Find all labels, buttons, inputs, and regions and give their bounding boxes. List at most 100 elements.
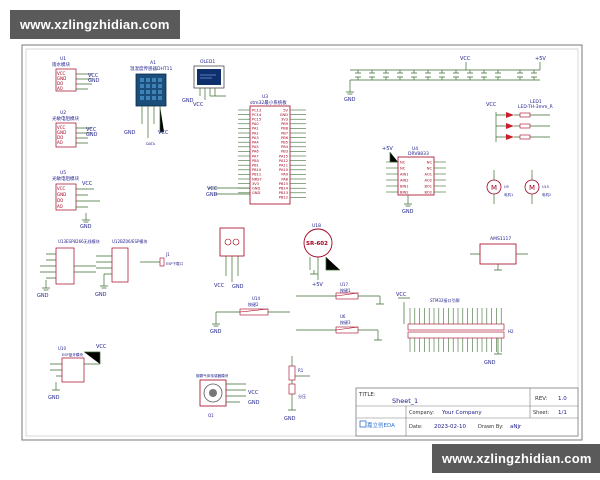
- a1-name: 温湿度传感器DHT11: [130, 65, 172, 72]
- part-u5[interactable]: U5 光敏电阻模块 VCC GND DO AO VCC GND: [52, 170, 100, 230]
- u12-ref: U12: [112, 239, 120, 244]
- u5-vcc: VCC: [82, 181, 93, 187]
- part-led[interactable]: LED1 LED-TH-3mm_R VCC: [486, 99, 553, 142]
- q1-gnd: GND: [248, 400, 260, 406]
- mcu-left-pin-12: PB1: [252, 164, 259, 168]
- h2-ref: H2: [508, 329, 514, 334]
- sheet-inner-border: [25, 48, 579, 437]
- u5-pin1: VCC: [57, 186, 66, 191]
- eda-logo-icon: [359, 420, 367, 428]
- u4-left-pin-3: AIN2: [400, 178, 409, 182]
- u2-vcc: VCC: [86, 127, 97, 133]
- part-resistor[interactable]: R1 分压 GND: [284, 356, 310, 422]
- mcu-right-pin-19: PB12: [279, 196, 288, 200]
- part-j1[interactable]: J1 ESP下载口: [140, 252, 184, 267]
- q1-vcc: VCC: [248, 390, 259, 396]
- mcu-gnd: GND: [206, 192, 218, 198]
- u2-pin4: AO: [57, 140, 63, 145]
- part-u10[interactable]: U10 ESP蓝牙模块 VCC GND: [48, 344, 107, 401]
- u2-name: 光敏电阻模块: [52, 115, 79, 122]
- decoupling-capacitor-row: [346, 62, 541, 95]
- part-u8[interactable]: AMS1117: [470, 236, 528, 271]
- u10-gnd: GND: [48, 395, 60, 401]
- part-sw1[interactable]: U17 按键1: [296, 282, 384, 305]
- mcu-left-pin-11: PB0: [252, 159, 260, 163]
- mcu-right-pin-12: PA11: [279, 164, 288, 168]
- motor2-ref: U15: [542, 185, 549, 189]
- oled-gnd: GND: [182, 98, 194, 104]
- mcu-right-pin-18: PB13: [279, 191, 288, 195]
- part-sw3[interactable]: U6 按键3: [296, 314, 382, 341]
- part-motor2[interactable]: M U15 电机2: [524, 170, 551, 204]
- motor1-symbol-icon: M: [491, 184, 497, 192]
- mcu-right-pin-13: PA10: [279, 168, 289, 172]
- sw2-ref: U14: [252, 296, 260, 301]
- mcu-left-pin-17: GND: [252, 187, 260, 191]
- part-u1[interactable]: U1 雨水模块 VCC GND DO AO VCC GND: [52, 56, 100, 92]
- mcu-left-pin-5: PA2: [252, 131, 259, 135]
- u12-name: BZ06/ESP模块: [120, 238, 147, 244]
- part-u12[interactable]: U12 BZ06/ESP模块 GND: [95, 238, 147, 298]
- part-q1[interactable]: 烟雾气体传感器模块 Q1 VCC GND: [196, 373, 260, 418]
- mcu-left-pin-3: PA0: [252, 122, 259, 126]
- part-oled[interactable]: OLED1 GND VCC: [182, 59, 226, 108]
- mcu-right-pins: 5VGND3V3PB9PB8PB7PB6PB5PB4PB3PA15PA12PA1…: [279, 108, 306, 200]
- mcu-ref: U3: [262, 94, 268, 100]
- u12-gnd: GND: [95, 292, 107, 298]
- resistor-ref: R1: [298, 368, 304, 373]
- h2-name: STM32接口引脚: [430, 297, 460, 303]
- u2-pin1: VCC: [57, 125, 66, 130]
- u13-name: ESP8266无线模块: [66, 238, 100, 244]
- u2-pin2: GND: [57, 130, 66, 135]
- mcu-right-pin-14: PA9: [281, 173, 288, 177]
- part-mcu[interactable]: U3 stm32最小系统板 PC13PC14PC15PA0PA1PA2PA3PA…: [206, 94, 306, 205]
- watermark-bottom: www.xzlingzhidian.com: [432, 444, 600, 473]
- u4-left-pin-4: BIN1: [400, 184, 409, 188]
- resistor-name: 分压: [298, 393, 306, 399]
- u4-left-pin-2: AIN1: [400, 172, 409, 176]
- mcu-left-pin-1: PC14: [252, 113, 262, 117]
- part-h2[interactable]: STM32接口引脚 H2 VCC GND: [396, 292, 514, 366]
- part-motor1[interactable]: M U9 电机1: [486, 170, 513, 204]
- u1-pin1: VCC: [57, 71, 66, 76]
- part-sw2[interactable]: U14 按键2 GND: [210, 296, 290, 335]
- sw3-ref: U6: [340, 314, 346, 319]
- mcu-left-pin-7: PA4: [252, 141, 259, 145]
- rev-label: REV:: [535, 396, 548, 402]
- watermark-top: www.xzlingzhidian.com: [10, 10, 180, 39]
- u4-left-pin-5: BIN2: [400, 190, 409, 194]
- j1-name: ESP下载口: [166, 261, 184, 266]
- q1-name: 烟雾气体传感器模块: [196, 373, 229, 378]
- mcu-right-pin-7: PB5: [281, 141, 288, 145]
- mcu-left-pin-8: PA5: [252, 145, 259, 149]
- mcu-left-pin-14: PB11: [252, 173, 261, 177]
- motor1-ref: U9: [504, 185, 509, 189]
- cap-row-5v: +5V: [535, 56, 546, 62]
- led-ref: LED1: [530, 99, 542, 105]
- u2-pin3: DO: [57, 135, 63, 140]
- u2-ref: U2: [60, 110, 66, 116]
- u13-gnd: GND: [37, 293, 49, 299]
- part-u18[interactable]: U18 SR-602 +5V: [303, 223, 340, 288]
- u4-right-pin-1: NC: [427, 166, 433, 170]
- u1-name: 雨水模块: [52, 61, 70, 68]
- u5-ref: U5: [60, 170, 66, 176]
- part-u2[interactable]: U2 光敏电阻模块 VCC GND DO AO VCC GND: [52, 110, 98, 148]
- mcu-right-pin-3: PB9: [281, 122, 289, 126]
- u1-vcc: VCC: [88, 73, 99, 79]
- u18-5v: +5V: [312, 282, 323, 288]
- part-u1-sensor[interactable]: VCC GND: [214, 227, 245, 290]
- company-value: Your Company: [441, 410, 482, 416]
- part-u13[interactable]: U13 ESP8266无线模块 GND: [37, 238, 100, 299]
- eda-logo-text: 嘉立创EDA: [367, 421, 395, 429]
- mcu-right-pin-10: PA15: [279, 154, 288, 158]
- mcu-right-pin-2: 3V3: [281, 118, 288, 122]
- sensor-vcc: VCC: [214, 283, 225, 289]
- part-a1[interactable]: A1 温湿度传感器DHT11 GND VCC DATA: [124, 60, 172, 146]
- sw1-name: 按键1: [340, 287, 351, 293]
- u1-gnd: GND: [88, 78, 100, 84]
- u1-pin2: GND: [57, 76, 66, 81]
